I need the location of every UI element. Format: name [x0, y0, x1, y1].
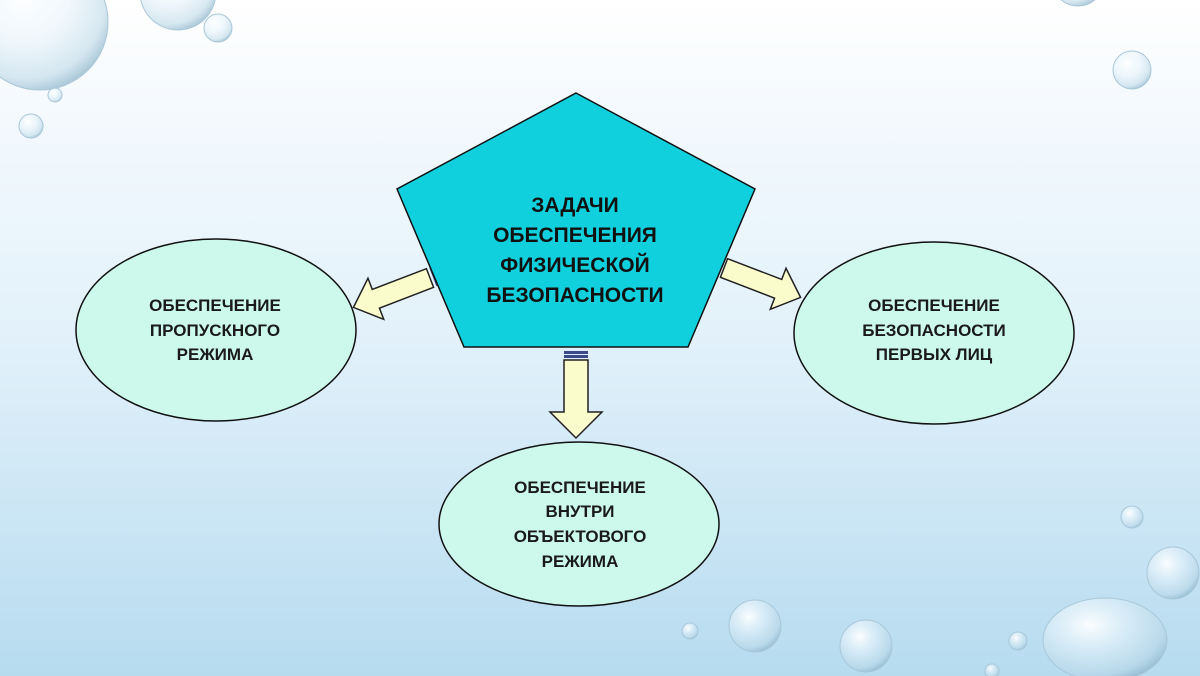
arrow-down	[548, 351, 604, 440]
node-left-label: Обеспечение пропускного режима	[95, 286, 335, 376]
node-bottom-line: режима	[541, 551, 619, 571]
bubble	[1060, 0, 1096, 7]
node-right-line: Обеспечение	[868, 296, 1000, 316]
center-title-line: физической	[500, 254, 650, 277]
node-left-line: режима	[176, 345, 254, 365]
node-right-ellipse	[793, 241, 1075, 425]
node-right-line: безопасности	[862, 320, 1006, 340]
bubble	[1112, 50, 1152, 90]
node-bottom-label: Обеспечение внутри объектового режима	[455, 468, 705, 582]
bubble	[681, 622, 699, 640]
node-bottom-line: объектового	[513, 527, 647, 546]
bubble	[18, 113, 44, 139]
node-left-line: Обеспечение	[149, 296, 281, 316]
center-pentagon	[396, 92, 756, 348]
bubble	[728, 599, 782, 653]
center-title-line: Задачи	[531, 194, 619, 218]
center-title: Задачи обеспечения физической безопаснос…	[455, 186, 695, 316]
node-right-label: Обеспечение безопасности первых лиц	[812, 286, 1056, 376]
node-left-ellipse	[75, 238, 357, 422]
bubble	[1120, 505, 1144, 529]
center-title-line: безопасности	[486, 283, 664, 307]
bubble	[1146, 546, 1200, 600]
bubble	[0, 0, 109, 91]
bubble	[984, 663, 1000, 676]
node-bottom-ellipse	[438, 441, 720, 607]
bubble	[1008, 631, 1028, 651]
node-bottom-line: Обеспечение	[514, 477, 646, 497]
bubble	[203, 13, 233, 43]
bubble	[1042, 597, 1168, 676]
bubble	[839, 619, 893, 673]
bubble	[47, 87, 63, 103]
node-left-line: пропускного	[149, 320, 281, 340]
node-bottom-line: внутри	[545, 502, 615, 522]
bubble	[140, 0, 216, 31]
node-right-line: первых лиц	[875, 345, 993, 365]
center-title-line: обеспечения	[493, 224, 657, 248]
